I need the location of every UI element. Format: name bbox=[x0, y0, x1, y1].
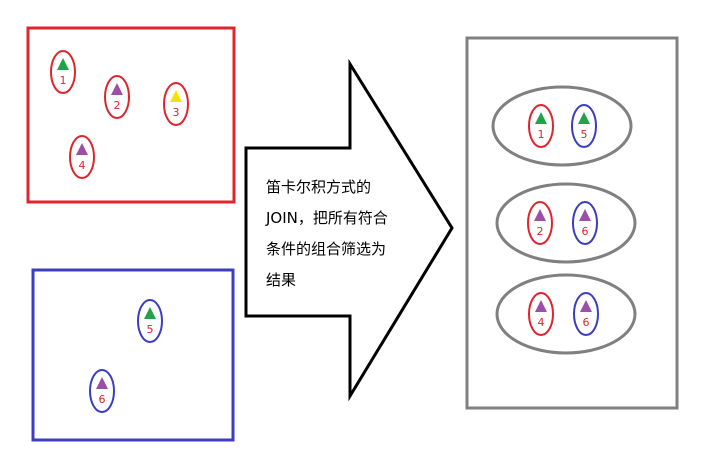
pair-ellipse bbox=[491, 85, 633, 167]
token-label: 6 bbox=[99, 393, 106, 406]
token-item: 2 bbox=[104, 75, 130, 119]
triangle-icon bbox=[535, 112, 547, 124]
token-ring bbox=[137, 299, 163, 343]
token-ring bbox=[573, 292, 599, 336]
token-item: 6 bbox=[89, 369, 115, 413]
token-item: 6 bbox=[573, 292, 599, 336]
triangle-icon bbox=[96, 377, 108, 389]
token-label: 3 bbox=[173, 106, 180, 119]
red-set-box bbox=[26, 26, 236, 204]
token-label: 5 bbox=[147, 323, 154, 336]
token-ring bbox=[528, 292, 554, 336]
pair-ellipse bbox=[495, 182, 637, 264]
triangle-icon bbox=[76, 143, 88, 155]
blue-set-items: 56 bbox=[89, 299, 163, 413]
token-ring bbox=[527, 201, 553, 245]
arrow-shape bbox=[244, 58, 454, 402]
token-item: 5 bbox=[571, 104, 597, 148]
token-item: 2 bbox=[527, 201, 553, 245]
blue-set-box bbox=[31, 268, 235, 442]
token-ring bbox=[571, 104, 597, 148]
triangle-icon bbox=[580, 300, 592, 312]
token-label: 6 bbox=[582, 225, 589, 238]
token-item: 3 bbox=[163, 82, 189, 126]
arrow-caption-line-3: 条件的组合筛选为 bbox=[266, 240, 386, 258]
triangle-icon bbox=[535, 300, 547, 312]
token-item: 4 bbox=[69, 135, 95, 179]
token-item: 1 bbox=[50, 50, 76, 94]
token-label: 2 bbox=[537, 225, 544, 238]
token-item: 5 bbox=[137, 299, 163, 343]
triangle-icon bbox=[57, 58, 69, 70]
triangle-icon bbox=[534, 209, 546, 221]
token-ring bbox=[572, 201, 598, 245]
token-ring bbox=[528, 104, 554, 148]
pair-ellipse bbox=[495, 273, 637, 355]
arrow-caption-line-4: 结果 bbox=[266, 271, 296, 289]
token-label: 1 bbox=[60, 74, 67, 87]
token-item: 4 bbox=[528, 292, 554, 336]
token-label: 4 bbox=[538, 316, 545, 329]
triangle-icon bbox=[578, 112, 590, 124]
token-ring bbox=[104, 75, 130, 119]
token-item: 1 bbox=[528, 104, 554, 148]
result-set-box bbox=[465, 36, 679, 410]
arrow-caption-line-2: JOIN，把所有符合 bbox=[265, 209, 388, 227]
red-set-items: 1 2 3 4 bbox=[50, 50, 189, 179]
token-label: 5 bbox=[581, 128, 588, 141]
token-label: 1 bbox=[538, 128, 545, 141]
token-ring bbox=[50, 50, 76, 94]
token-label: 6 bbox=[583, 316, 590, 329]
token-ring bbox=[69, 135, 95, 179]
token-ring bbox=[163, 82, 189, 126]
arrow-caption-line-1: 笛卡尔积方式的 bbox=[266, 178, 371, 196]
token-label: 4 bbox=[79, 159, 86, 172]
triangle-icon bbox=[111, 83, 123, 95]
token-ring bbox=[89, 369, 115, 413]
token-item: 6 bbox=[572, 201, 598, 245]
triangle-icon bbox=[170, 90, 182, 102]
triangle-icon bbox=[144, 307, 156, 319]
triangle-icon bbox=[579, 209, 591, 221]
token-label: 2 bbox=[114, 99, 121, 112]
